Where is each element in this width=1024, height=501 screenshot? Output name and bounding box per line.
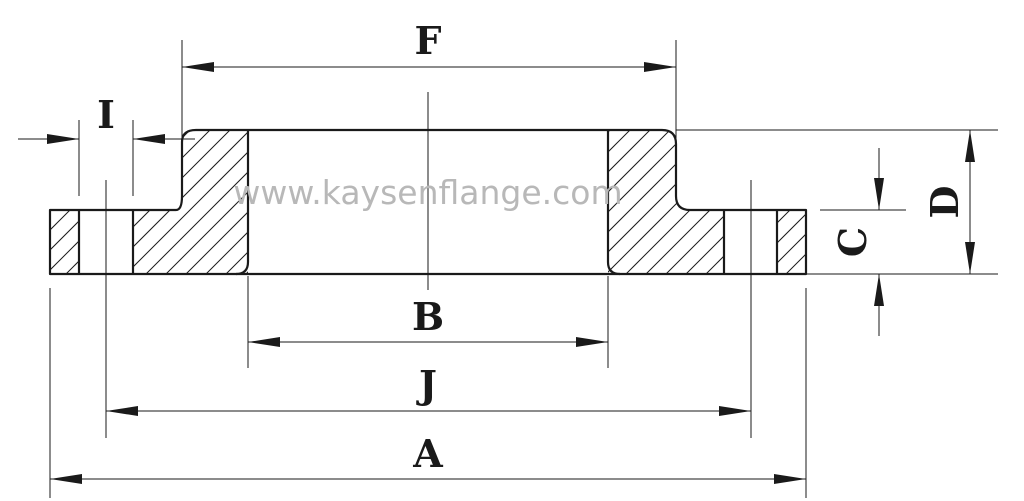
hatch-line: [830, 120, 1000, 290]
hatch-line: [50, 220, 79, 251]
hatch-line: [133, 130, 248, 274]
hatch-line: [209, 130, 248, 274]
hatch-line: [750, 120, 920, 290]
hatch-line: [50, 240, 79, 271]
hatch-line: [50, 210, 71, 231]
hatch-line: [133, 130, 248, 274]
hatch-line: [608, 130, 724, 274]
label-b: B: [412, 294, 444, 339]
label-i: I: [97, 92, 115, 137]
hatch-line: [649, 130, 724, 274]
label-a: A: [412, 431, 443, 476]
hatch-line: [608, 130, 641, 274]
hatch-line: [777, 210, 791, 224]
hatch-line: [689, 130, 724, 274]
hatch-line: [189, 130, 248, 274]
hatch-line: [608, 130, 661, 274]
hatch-line: [0, 200, 40, 290]
hatch-line: [133, 130, 141, 274]
hatch-line: [730, 120, 900, 290]
hatch-line: [690, 200, 780, 290]
hatch-line: [608, 130, 701, 274]
label-d: D: [922, 186, 967, 219]
hatch-line: [65, 260, 79, 274]
watermark: www.kaysenflange.com: [233, 173, 622, 212]
extension-lines: [49, 40, 998, 498]
bolt-hole-right: [722, 210, 779, 274]
flange-outline: [48, 128, 808, 276]
center-lines: [105, 92, 906, 310]
label-j: J: [416, 362, 437, 407]
bolt-hole-left: [77, 210, 135, 274]
hatch-line: [149, 130, 248, 274]
hatch-line: [777, 233, 806, 264]
hatch-line: [0, 120, 120, 290]
dimension-lines: [18, 62, 975, 484]
hatch-line: [608, 130, 681, 274]
label-f: F: [415, 18, 442, 63]
label-c: C: [830, 227, 875, 257]
hatch-line: [669, 130, 724, 274]
hatch-line: [133, 130, 181, 274]
hatch-line: [169, 130, 248, 274]
bore: [235, 130, 621, 276]
